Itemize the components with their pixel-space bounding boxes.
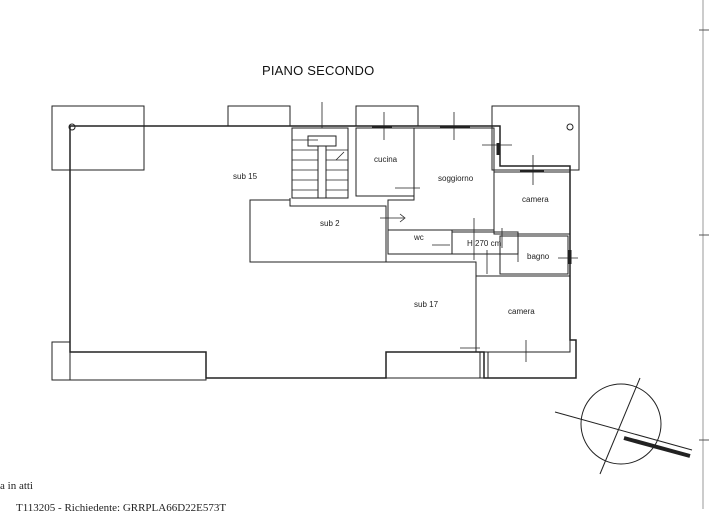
room-label-sub2: sub 2 <box>320 219 340 228</box>
room-label-soggiorno: soggiorno <box>438 174 474 183</box>
room-label-camera-2: camera <box>508 307 535 316</box>
plan-title: PIANO SECONDO <box>262 63 375 78</box>
ceiling-height-label: H 270 cm <box>467 239 502 248</box>
footer-line-2: T113205 - Richiedente: GRRPLA66D22E573T <box>16 502 227 514</box>
footer-line-1: a in atti <box>0 480 33 492</box>
room-label-bagno: bagno <box>527 252 550 261</box>
room-label-sub17: sub 17 <box>414 300 439 309</box>
room-label-camera-1: camera <box>522 195 549 204</box>
room-label-wc: wc <box>414 233 424 242</box>
room-label-sub15: sub 15 <box>233 172 258 181</box>
room-label-cucina: cucina <box>374 155 398 164</box>
